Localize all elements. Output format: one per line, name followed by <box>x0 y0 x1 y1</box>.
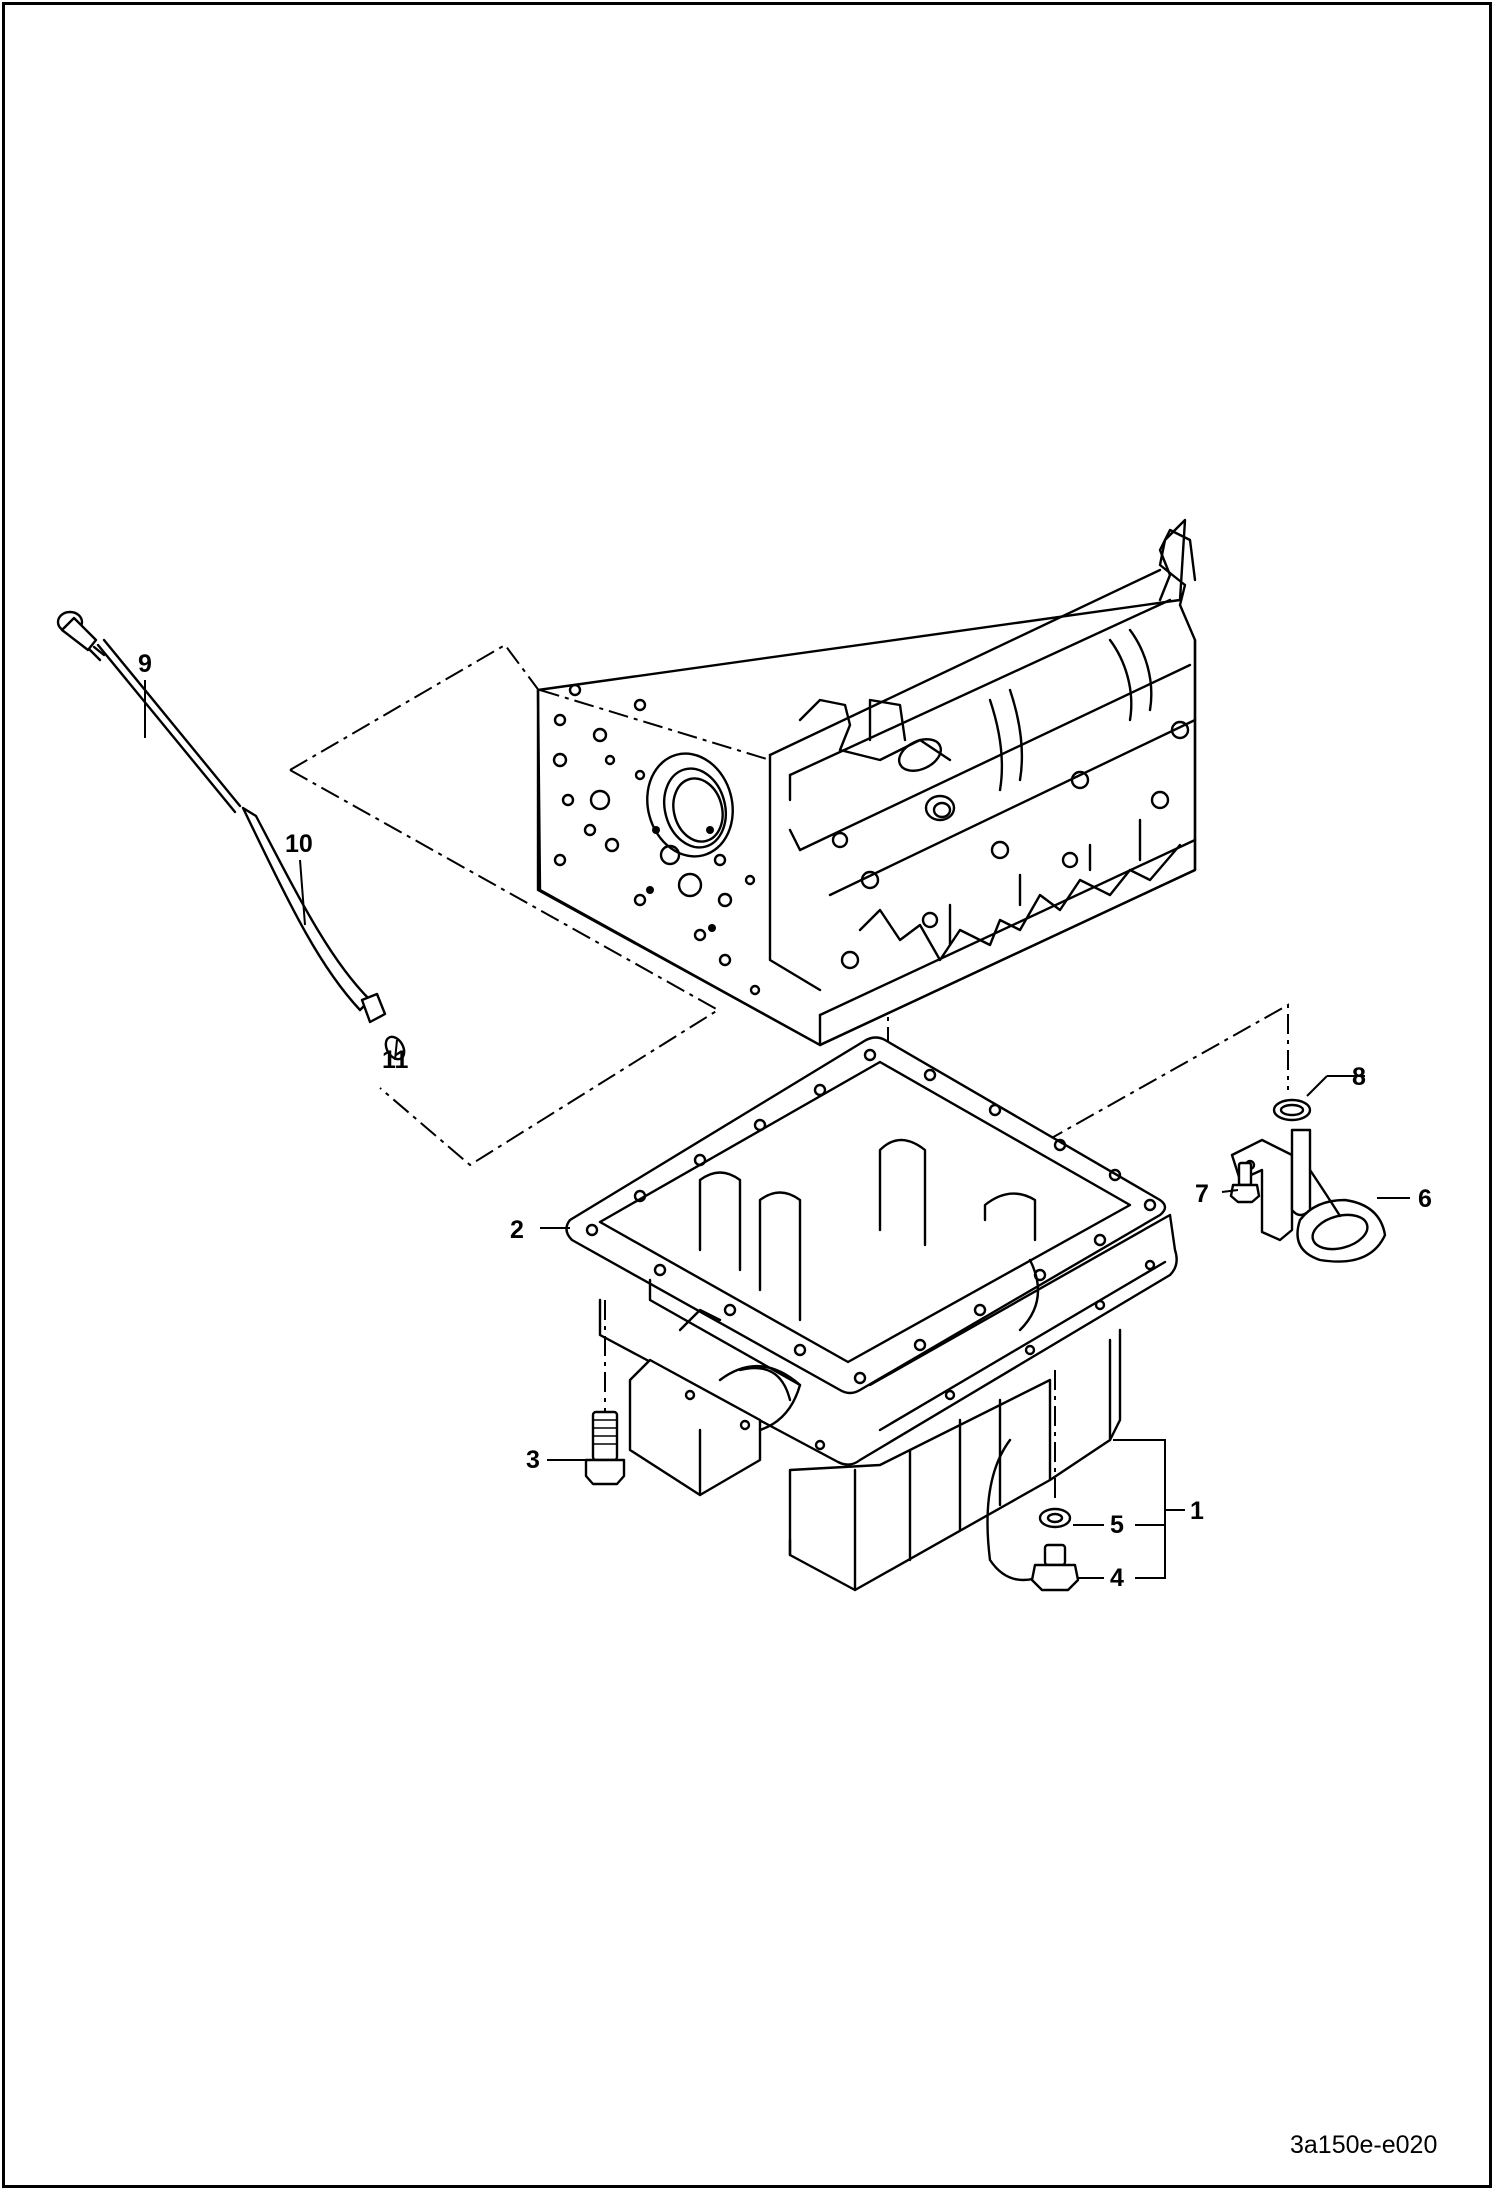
pan-flange-holes <box>684 1259 1156 1451</box>
drain-plug-washer <box>1038 1507 1072 1529</box>
oil-pan-gasket <box>565 1036 1167 1395</box>
pan-bolt <box>584 1410 626 1486</box>
callout-3: 3 <box>526 1446 540 1474</box>
strainer-bolt <box>1229 1161 1261 1204</box>
callout-10: 10 <box>285 830 313 858</box>
callout-5: 5 <box>1110 1511 1124 1539</box>
callout-2: 2 <box>510 1216 524 1244</box>
callout-4: 4 <box>1110 1564 1124 1592</box>
dipstick-guide-tube <box>241 806 387 1024</box>
callout-8: 8 <box>1352 1063 1366 1091</box>
gasket-bolt-holes <box>585 1048 1157 1385</box>
dipstick-o-ring <box>384 1035 406 1061</box>
oil-pan <box>598 1138 1178 1592</box>
o-ring <box>1272 1098 1312 1122</box>
drain-plug <box>1030 1543 1080 1592</box>
callout-1: 1 <box>1190 1497 1204 1525</box>
callout-7: 7 <box>1195 1180 1209 1208</box>
engine-block <box>536 518 1197 1047</box>
callout-9: 9 <box>138 650 152 678</box>
callout-11: 11 <box>382 1046 409 1074</box>
leader-lines <box>144 680 1410 1579</box>
dipstick <box>56 610 242 814</box>
figure-code: 3a150e-e020 <box>1290 2131 1437 2159</box>
callout-6: 6 <box>1418 1185 1432 1213</box>
